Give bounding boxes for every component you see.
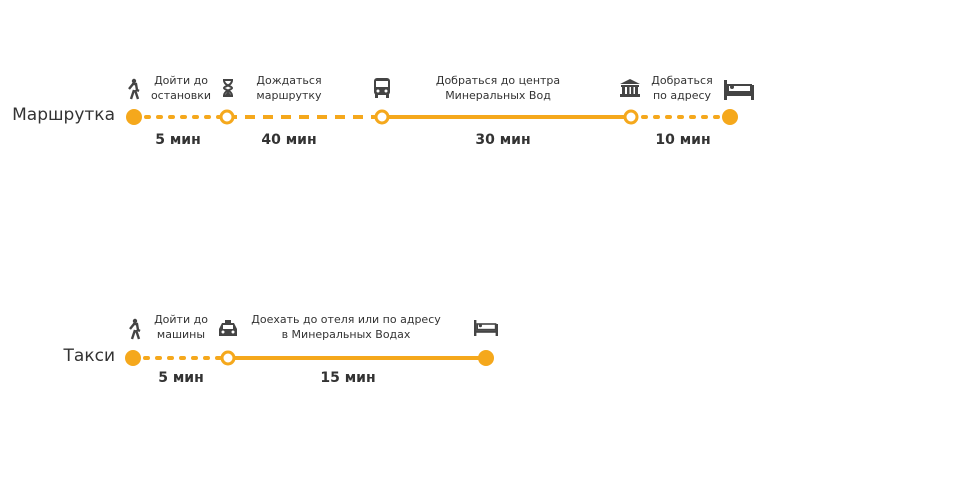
node-end: [722, 109, 738, 125]
hourglass-icon: [222, 79, 234, 97]
route-name: Маршрутка: [12, 105, 115, 125]
step-duration: 30 мин: [475, 132, 531, 148]
museum-icon: [620, 79, 640, 97]
step-duration: 15 мин: [320, 370, 376, 386]
bed-icon: [724, 80, 754, 100]
step-duration: 5 мин: [155, 132, 201, 148]
walk-icon: [129, 318, 141, 340]
step-duration: 10 мин: [655, 132, 711, 148]
node: [219, 109, 235, 125]
node-start: [126, 109, 142, 125]
node: [623, 109, 639, 125]
bus-icon: [374, 78, 390, 98]
step-duration: 40 мин: [261, 132, 317, 148]
taxi-icon: [219, 320, 237, 336]
walk-icon: [128, 78, 140, 100]
route-name: Такси: [63, 346, 115, 366]
bed-icon: [474, 320, 498, 336]
node: [374, 109, 390, 125]
node: [220, 350, 236, 366]
node-end: [478, 350, 494, 366]
node-start: [125, 350, 141, 366]
step-duration: 5 мин: [158, 370, 204, 386]
